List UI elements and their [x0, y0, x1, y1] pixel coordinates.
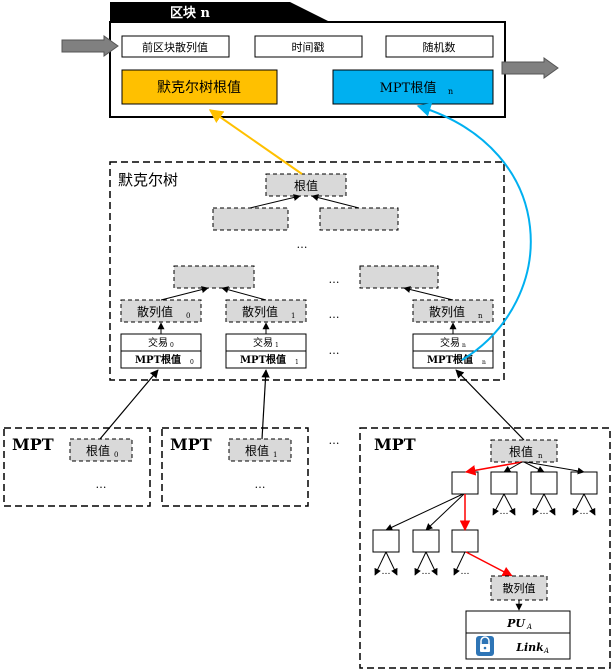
mpt-n-dots-c: … [540, 507, 549, 517]
mpt-root-label: MPT根值 [380, 80, 437, 96]
mpt-1-dots: … [255, 478, 266, 491]
tx-1-label: 交易 [253, 336, 273, 349]
merkle-node-l3-b [359, 265, 439, 289]
mpt-gap-dots: … [329, 434, 340, 447]
merkle-dots-2: … [329, 273, 340, 286]
tx-n-label: 交易 [440, 336, 460, 349]
mpt-0: MPT 根值 0 … [3, 427, 151, 507]
merkle-root-box [121, 69, 278, 105]
prev-hash-label: 前区块散列值 [142, 40, 208, 54]
tx-1-sub: 1 [275, 342, 279, 349]
tx-0-sub: 0 [170, 342, 174, 349]
tx-n-mpt-sub: n [482, 359, 486, 366]
block-title: 区块 n [170, 5, 211, 21]
mpt-0-root-sub: 0 [114, 451, 118, 459]
mpt-n-dots-2a: … [382, 567, 391, 577]
tx-1-mpt-label: MPT根值 [240, 353, 286, 366]
link-sub: A [543, 647, 549, 655]
hash-1-label: 散列值 [242, 304, 278, 319]
mpt-root-sub: n [448, 87, 453, 96]
mpt-n-dots-2c: … [461, 567, 470, 577]
mpt-n-title: MPT [374, 435, 416, 454]
hash-1-sub: 1 [291, 312, 295, 320]
mpt-n-node-1a [451, 471, 479, 495]
merkle-dots-3: … [329, 308, 340, 321]
mpt-1-root-sub: 1 [273, 451, 277, 459]
hash-0-label: 散列值 [137, 304, 173, 319]
mpt-0-title: MPT [12, 435, 54, 454]
tx-n-mpt-label: MPT根值 [427, 353, 473, 366]
block-n: 区块 n 前区块散列值 时间戳 随机数 默克尔树根值 MPT根值 n [109, 2, 506, 118]
mpt-n-leaf-hash: 散列值 [503, 581, 536, 595]
merkle-root-link [208, 109, 303, 175]
mpt-n-node-2c [451, 529, 479, 553]
merkle-tree-title: 默克尔树 [118, 171, 178, 189]
merkle-dots-1: … [297, 238, 308, 251]
mpt-1: MPT 根值 1 … [161, 427, 309, 507]
hash-n-label: 散列值 [429, 304, 465, 319]
mpt-0-root-label: 根值 [86, 443, 110, 458]
mpt-n-node-2a [372, 529, 400, 553]
mpt-n-root-label: 根值 [509, 444, 533, 459]
merkle-node-l3-a [173, 265, 255, 289]
hash-0-sub: 0 [186, 312, 190, 320]
pu-sub: A [526, 623, 532, 631]
merkle-tree: 默克尔树 根值 … … 散列值 0 散列值 1 散列值 n … 交易 0 [109, 161, 505, 381]
mpt-n-dots-d: … [580, 507, 589, 517]
merkle-node-l2-b [319, 207, 399, 231]
mpt-n-dots-b: … [500, 507, 509, 517]
chain-in-arrow [61, 35, 119, 57]
mpt-n-root-sub: n [538, 452, 543, 460]
lock-icon [476, 636, 494, 656]
mpt-n-node-1c [530, 471, 558, 495]
mpt-root-box [332, 69, 494, 105]
mpt-root-link [416, 103, 532, 361]
mpt-n-dots-2b: … [422, 567, 431, 577]
tx-0-mpt-label: MPT根值 [135, 353, 181, 366]
mpt-n-node-1b [490, 471, 518, 495]
merkle-root-node: 根值 [294, 178, 318, 193]
mpt-1-title: MPT [170, 435, 212, 454]
tx-0-mpt-sub: 0 [190, 359, 194, 366]
block-title-tab [110, 2, 330, 22]
mpt-0-dots: … [96, 478, 107, 491]
merkle-root-label: 默克尔树根值 [157, 80, 241, 96]
timestamp-label: 时间戳 [292, 41, 325, 54]
mpt-n-node-1d [570, 471, 598, 495]
merkle-node-l2-a [212, 207, 289, 231]
pu-label: PU [506, 617, 526, 630]
tx-0-label: 交易 [148, 336, 168, 349]
tx-1-mpt-sub: 1 [295, 359, 299, 366]
hash-n-sub: n [478, 312, 483, 320]
mpt-n: MPT 根值 n … … … [359, 427, 611, 669]
chain-out-arrow [501, 57, 559, 79]
mpt-n-node-2b [412, 529, 440, 553]
merkle-dots-4: … [329, 344, 340, 357]
tx-n-sub: n [462, 342, 466, 349]
nonce-label: 随机数 [423, 40, 456, 54]
mpt-1-root-label: 根值 [245, 443, 269, 458]
link-label: Link [515, 641, 544, 654]
